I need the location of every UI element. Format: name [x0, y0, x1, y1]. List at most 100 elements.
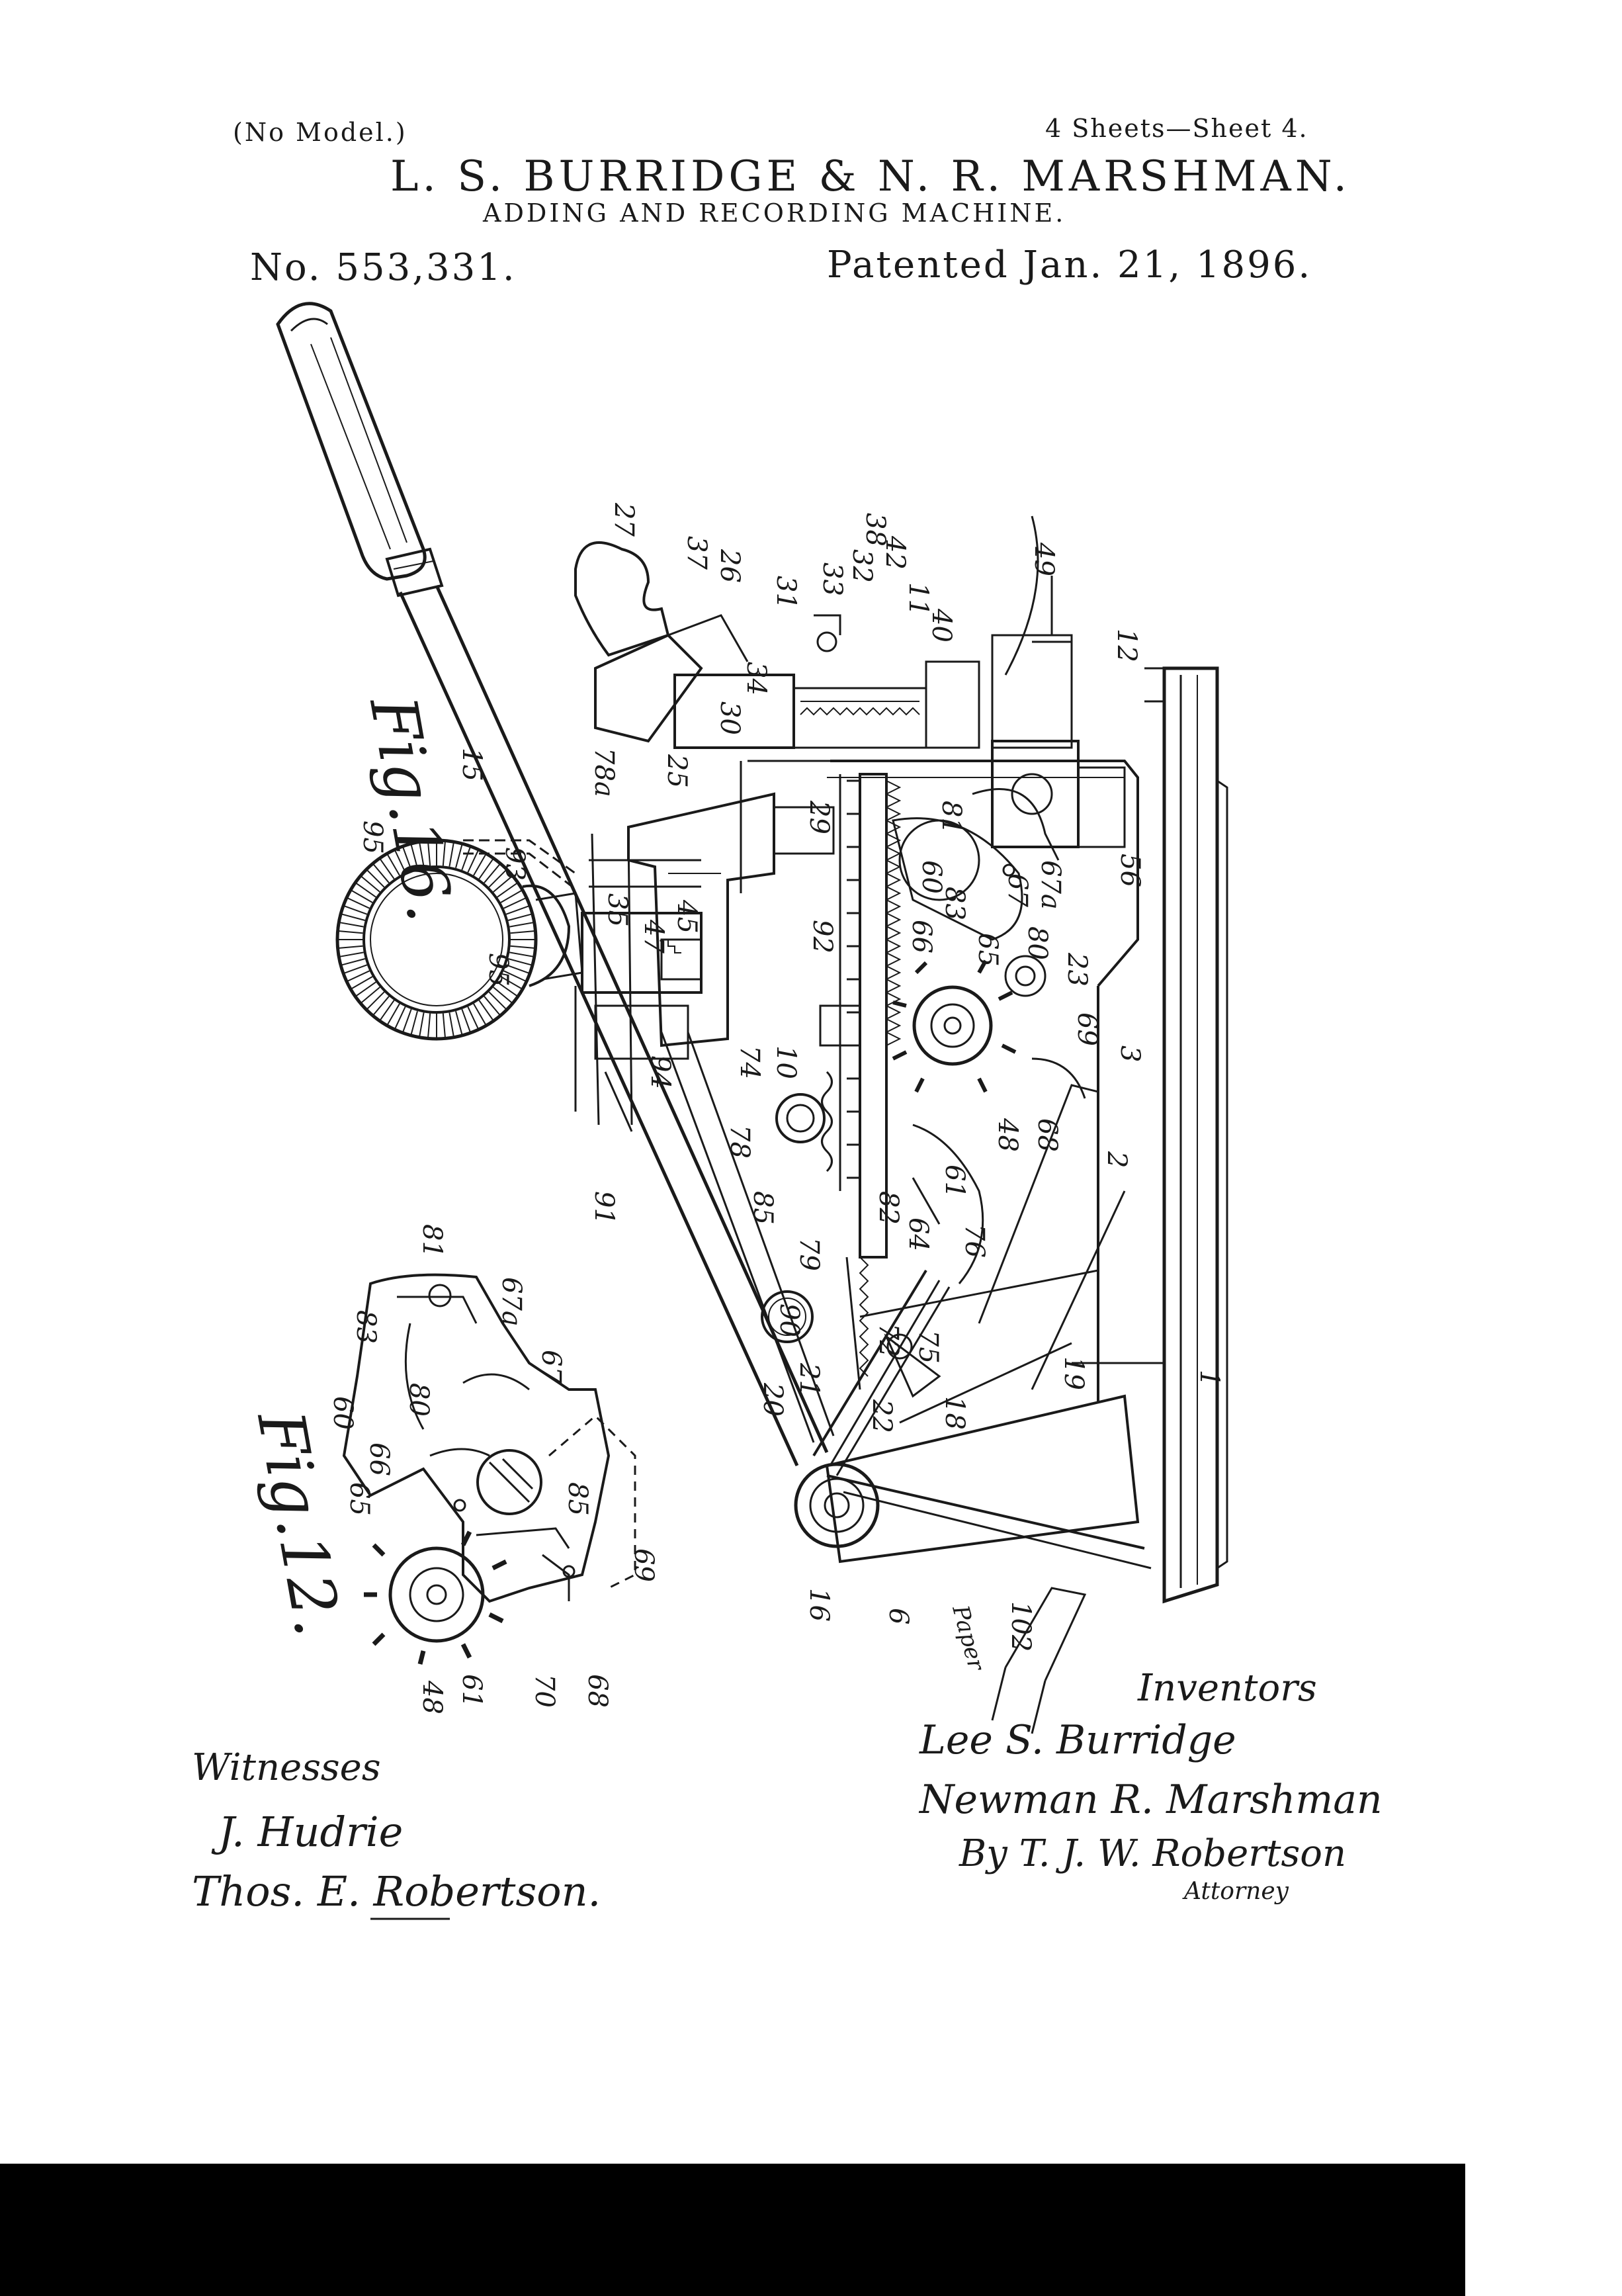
figure-16-title: Fig.16. [355, 690, 468, 927]
label-37: 37 [681, 536, 712, 570]
label-22: 22 [867, 1399, 897, 1433]
label-16: 16 [804, 1588, 834, 1622]
fig12-label-67: 67 [536, 1350, 566, 1384]
base-plate [1144, 666, 1228, 1604]
label-11: 11 [903, 582, 933, 616]
label-56: 56 [1115, 854, 1145, 887]
figure-12-title: Fig.12. [243, 1405, 355, 1642]
inventor-names-heading: L. S. BURRIDGE & N. R. MARSHMAN. [390, 152, 1351, 201]
fig12-label-66: 66 [364, 1442, 394, 1476]
printing-head [574, 515, 1126, 848]
label-90: 90 [774, 1303, 804, 1337]
witnesses-label: Witnesses [192, 1746, 381, 1789]
label-72: 72 [873, 1323, 904, 1357]
label-6: 6 [883, 1608, 914, 1624]
label-49: 49 [1029, 542, 1059, 576]
fig12-label-69: 69 [628, 1548, 659, 1582]
label-48: 48 [992, 1118, 1023, 1152]
label-38: 38 [860, 513, 890, 547]
toothed-rack [839, 773, 902, 1258]
main-pivot [794, 1462, 880, 1548]
no-model-label: (No Model.) [233, 118, 407, 147]
label-31: 31 [771, 576, 801, 609]
label-33: 33 [817, 562, 847, 596]
label-47: 47 [638, 919, 669, 953]
label-95a: 95 [357, 820, 388, 854]
label-21: 21 [794, 1362, 824, 1397]
label-67a: 67a [1035, 860, 1066, 910]
fig12-label-67a: 67a [496, 1277, 527, 1327]
fig12-label-61: 61 [456, 1674, 487, 1708]
label-26: 26 [714, 549, 745, 583]
fig12-label-81: 81 [417, 1224, 447, 1258]
attorney-signature: By T. J. W. Robertson [959, 1832, 1346, 1875]
label-78: 78 [724, 1125, 755, 1159]
patent-number: No. 553,331. [250, 246, 517, 289]
sheet-number: 4 Sheets—Sheet 4. [1045, 114, 1308, 143]
inventor-signature-2: Newman R. Marshman [918, 1777, 1383, 1823]
label-32: 32 [847, 549, 877, 583]
fig12-label-80: 80 [404, 1383, 434, 1417]
fig12-label-60: 60 [327, 1396, 358, 1430]
label-68: 68 [1032, 1118, 1062, 1152]
lever-handle [276, 302, 829, 1467]
label-61: 61 [939, 1165, 970, 1198]
fig12-detail [342, 1273, 636, 1665]
label-82: 82 [873, 1191, 904, 1225]
label-66: 66 [906, 920, 937, 953]
label-81: 81 [936, 801, 966, 834]
label-83: 83 [939, 887, 970, 920]
witness-signature-2: Thos. E. Robertson. [192, 1867, 601, 1916]
bevel-gear [335, 838, 583, 1041]
patent-date: Patented Jan. 21, 1896. [827, 243, 1312, 287]
knob-pivot [761, 1290, 814, 1343]
label-42: 42 [880, 535, 910, 570]
fig12-label-85: 85 [562, 1482, 593, 1516]
label-92: 92 [807, 920, 837, 953]
label-45: 45 [671, 899, 702, 934]
label-30: 30 [714, 701, 745, 735]
label-19: 19 [1058, 1356, 1089, 1390]
label-102: 102 [1005, 1601, 1036, 1652]
fig12-label-65: 65 [344, 1482, 374, 1516]
label-76: 76 [959, 1224, 990, 1258]
label-60: 60 [916, 860, 947, 894]
label-18: 18 [939, 1396, 970, 1430]
label-94: 94 [645, 1055, 675, 1089]
label-93: 93 [499, 847, 530, 881]
label-12: 12 [1111, 629, 1142, 662]
label-65: 65 [972, 933, 1003, 967]
label-15: 15 [456, 748, 487, 781]
label-40: 40 [926, 608, 957, 642]
scan-border-bar [0, 2164, 1465, 2296]
fig12-label-70: 70 [529, 1674, 560, 1708]
fig12-label-83: 83 [351, 1310, 381, 1344]
label-paper: Paper [947, 1602, 990, 1674]
inventor-signature-1: Lee S. Burridge [919, 1717, 1236, 1763]
label-95b: 95 [483, 953, 513, 987]
cam-mechanism [775, 788, 1086, 1398]
label-2: 2 [1101, 1151, 1132, 1168]
label-23: 23 [1062, 952, 1092, 987]
label-85: 85 [747, 1191, 778, 1225]
label-29: 29 [804, 800, 834, 834]
fig12-label-68: 68 [582, 1674, 613, 1708]
label-91: 91 [589, 1191, 619, 1225]
label-64: 64 [903, 1217, 933, 1251]
label-20: 20 [757, 1382, 788, 1417]
fig12-label-48: 48 [417, 1680, 447, 1714]
attorney-label: Attorney [1182, 1878, 1289, 1905]
label-34: 34 [741, 662, 771, 695]
label-69: 69 [1072, 1012, 1102, 1046]
label-74: 74 [734, 1045, 765, 1079]
label-3: 3 [1115, 1045, 1145, 1062]
label-1: 1 [1194, 1370, 1224, 1386]
label-25: 25 [662, 754, 692, 788]
paper-strip [991, 1587, 1087, 1734]
label-78a: 78a [589, 748, 619, 797]
ribbon-spool [574, 833, 703, 1132]
bracket-78a [627, 792, 835, 1047]
label-80: 80 [1022, 926, 1052, 960]
label-75: 75 [913, 1330, 943, 1364]
